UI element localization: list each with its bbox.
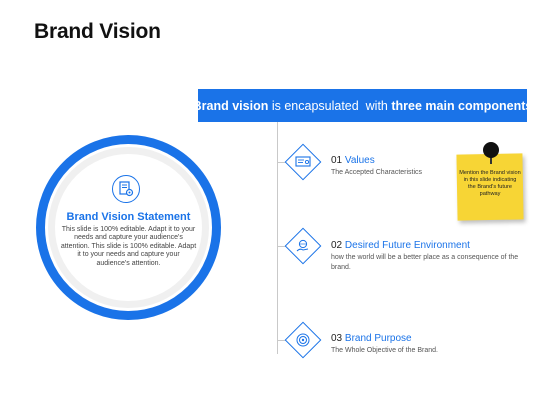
component-3-description: The Whole Objective of the Brand. — [331, 347, 438, 354]
banner-text: is encapsulated with — [268, 98, 392, 113]
sticky-note-text: Mention the Brand vision in this slide i… — [459, 170, 521, 197]
component-1-number: 01 — [331, 155, 343, 166]
component-3-title: 03 Brand Purpose — [331, 333, 412, 344]
connector-branch-3 — [277, 340, 291, 341]
banner-emphasis-1: Brand vision — [192, 98, 269, 113]
banner-emphasis-2: three main components — [391, 98, 533, 113]
component-1-description: The Accepted Characteristics — [331, 169, 423, 176]
hand-globe-icon — [290, 233, 316, 259]
statement-title: Brand Vision Statement — [66, 211, 191, 223]
component-3-number: 03 — [331, 333, 343, 344]
pushpin-icon — [483, 142, 499, 158]
page-title: Brand Vision — [34, 20, 161, 43]
pushpin-needle — [490, 156, 492, 164]
certificate-icon — [290, 149, 316, 175]
document-gear-icon — [112, 175, 140, 203]
component-2-label: Desired Future Environment — [344, 240, 470, 251]
connector-branch-2 — [277, 246, 291, 247]
component-1-label: Values — [344, 155, 375, 166]
target-icon — [290, 327, 316, 353]
component-2-number: 02 — [331, 240, 343, 251]
component-2-description: how the world will be a better place as … — [331, 254, 519, 271]
connector-line — [277, 122, 278, 354]
connector-branch-1 — [277, 162, 291, 163]
component-1-title: 01 Values — [331, 155, 375, 166]
component-2-title: 02 Desired Future Environment — [331, 240, 470, 251]
statement-body: This slide is 100% editable. Adapt it to… — [60, 226, 197, 267]
banner: Brand vision is encapsulated with three … — [193, 89, 532, 122]
component-3-label: Brand Purpose — [344, 333, 412, 344]
